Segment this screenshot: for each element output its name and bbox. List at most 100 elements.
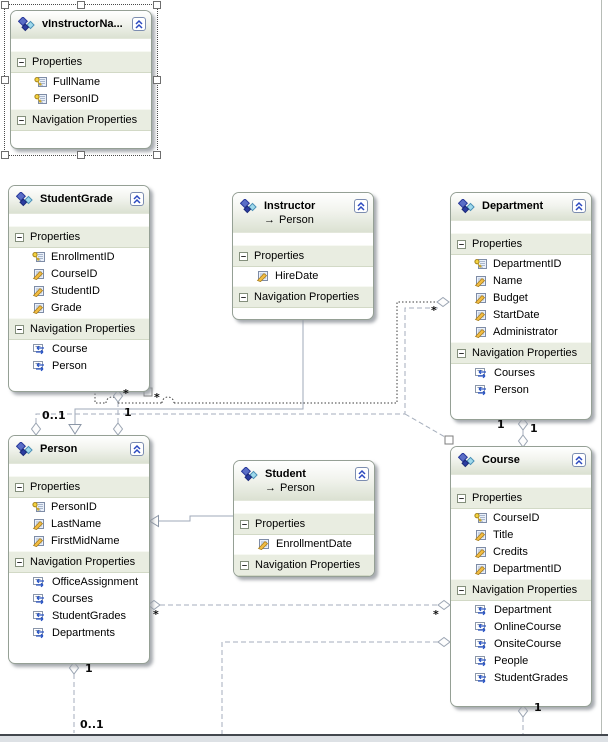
property-row[interactable]: StartDate — [451, 306, 591, 323]
properties-section-header[interactable]: Properties — [451, 487, 591, 509]
navigation-section-header[interactable]: Navigation Properties — [234, 554, 374, 576]
connector-endpoint-handle[interactable] — [444, 435, 454, 445]
navigation-section-header[interactable]: Navigation Properties — [451, 342, 591, 364]
properties-section-header[interactable]: Properties — [234, 513, 374, 535]
navigation-section-header[interactable]: Navigation Properties — [11, 109, 151, 131]
navigation-property-row[interactable]: People — [451, 652, 591, 669]
collapse-entity-button[interactable] — [130, 192, 144, 206]
navigation-property-row[interactable]: Person — [9, 357, 149, 374]
collapse-minus-icon[interactable] — [240, 560, 249, 570]
selection-handle[interactable] — [153, 151, 161, 159]
entity-title-bar[interactable]: Instructor→Person — [233, 193, 373, 233]
property-row[interactable]: Grade — [9, 299, 149, 316]
property-row[interactable]: EnrollmentDate — [234, 535, 374, 552]
navigation-property-row[interactable]: Person — [451, 381, 591, 398]
navigation-property-icon — [32, 593, 47, 605]
collapse-entity-button[interactable] — [355, 467, 369, 481]
collapse-minus-icon[interactable] — [239, 292, 248, 302]
navigation-property-row[interactable]: Courses — [451, 364, 591, 381]
property-row[interactable]: FirstMidName — [9, 532, 149, 549]
property-row[interactable]: DepartmentID — [451, 255, 591, 272]
entity-title-bar[interactable]: Course — [451, 447, 591, 475]
properties-section-header[interactable]: Properties — [9, 476, 149, 498]
selection-handle[interactable] — [1, 76, 9, 84]
entity-title-bar[interactable]: Person — [9, 436, 149, 464]
property-row[interactable]: Administrator — [451, 323, 591, 340]
collapse-minus-icon[interactable] — [457, 239, 466, 249]
property-row[interactable]: FullName — [11, 73, 151, 90]
selection-handle[interactable] — [77, 151, 85, 159]
collapse-entity-button[interactable] — [354, 199, 368, 213]
property-row[interactable]: HireDate — [233, 267, 373, 284]
navigation-property-row[interactable]: Departments — [9, 624, 149, 641]
navigation-section-header[interactable]: Navigation Properties — [233, 286, 373, 308]
section-label: Properties — [30, 481, 81, 493]
property-row[interactable]: PersonID — [9, 498, 149, 515]
property-row[interactable]: Name — [451, 272, 591, 289]
selection-handle[interactable] — [77, 1, 85, 9]
collapse-entity-button[interactable] — [572, 453, 586, 467]
collapse-minus-icon[interactable] — [457, 585, 466, 595]
property-row[interactable]: Budget — [451, 289, 591, 306]
collapse-minus-icon[interactable] — [17, 115, 26, 125]
navigation-property-row[interactable]: StudentGrades — [451, 669, 591, 686]
properties-section-header[interactable]: Properties — [451, 233, 591, 255]
properties-section-header[interactable]: Properties — [9, 226, 149, 248]
property-row[interactable]: EnrollmentID — [9, 248, 149, 265]
collapse-minus-icon[interactable] — [457, 493, 466, 503]
collapse-minus-icon[interactable] — [15, 324, 24, 334]
property-row[interactable]: LastName — [9, 515, 149, 532]
navigation-property-row[interactable]: OfficeAssignment — [9, 573, 149, 590]
collapse-minus-icon[interactable] — [239, 251, 248, 261]
property-row[interactable]: PersonID — [11, 90, 151, 107]
scalar-property-icon — [474, 309, 488, 321]
selection-handle[interactable] — [153, 1, 161, 9]
collapse-minus-icon[interactable] — [17, 57, 26, 67]
collapse-entity-button[interactable] — [130, 442, 144, 456]
entity-title-bar[interactable]: Department — [451, 193, 591, 221]
selection-handle[interactable] — [1, 1, 9, 9]
multiplicity-label: * — [433, 608, 439, 621]
properties-section-header[interactable]: Properties — [233, 245, 373, 267]
section-label: Navigation Properties — [472, 347, 578, 359]
collapse-minus-icon[interactable] — [15, 557, 24, 567]
property-row[interactable]: CourseID — [9, 265, 149, 282]
property-row[interactable]: Credits — [451, 543, 591, 560]
navigation-property-row[interactable]: Course — [9, 340, 149, 357]
navigation-property-row[interactable]: OnsiteCourse — [451, 635, 591, 652]
property-row[interactable]: Title — [451, 526, 591, 543]
property-row[interactable]: CourseID — [451, 509, 591, 526]
collapse-minus-icon[interactable] — [240, 519, 249, 529]
property-row[interactable]: StudentID — [9, 282, 149, 299]
navigation-property-row[interactable]: OnlineCourse — [451, 618, 591, 635]
navigation-property-row[interactable]: Courses — [9, 590, 149, 607]
collapse-entity-button[interactable] — [132, 17, 146, 31]
collapse-entity-button[interactable] — [572, 199, 586, 213]
property-name: CourseID — [51, 267, 98, 280]
navigation-section-header[interactable]: Navigation Properties — [9, 318, 149, 340]
navigation-property-row[interactable]: StudentGrades — [9, 607, 149, 624]
properties-section-header[interactable]: Properties — [11, 51, 151, 73]
property-row[interactable]: DepartmentID — [451, 560, 591, 577]
entity-title-bar[interactable]: Student→Person — [234, 461, 374, 501]
collapse-minus-icon[interactable] — [15, 482, 24, 492]
collapse-minus-icon[interactable] — [15, 232, 24, 242]
entity-title-bar[interactable]: vInstructorNa... — [11, 11, 151, 39]
navigation-property-row[interactable]: Department — [451, 601, 591, 618]
selection-handle[interactable] — [153, 76, 161, 84]
navigation-section-header[interactable]: Navigation Properties — [451, 579, 591, 601]
navigation-section-header[interactable]: Navigation Properties — [9, 551, 149, 573]
property-name: EnrollmentDate — [276, 537, 352, 550]
selection-handle[interactable] — [1, 151, 9, 159]
collapse-minus-icon[interactable] — [457, 348, 466, 358]
multiplicity-label: 0..1 — [42, 409, 66, 422]
entity-title-bar[interactable]: StudentGrade — [9, 186, 149, 214]
